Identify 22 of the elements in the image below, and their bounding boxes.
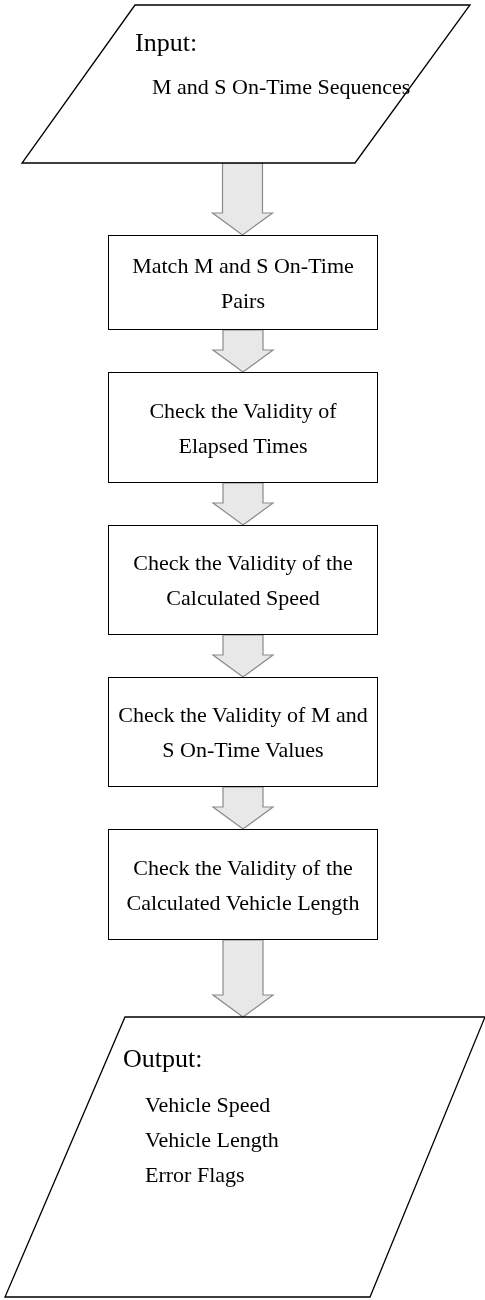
io-text: Vehicle Length: [145, 1126, 279, 1154]
step-text: Check the Validity of Elapsed Times: [148, 396, 338, 460]
process-box: [108, 372, 378, 483]
process-box: [108, 525, 378, 635]
heading-text: Input:: [135, 27, 198, 59]
step-text: Check the Validity of the Calculated Vehicle Length: [125, 853, 361, 917]
block-arrow: [211, 482, 275, 526]
block-arrow: [210, 162, 275, 236]
process-box: [108, 677, 378, 787]
heading-text: Output:: [123, 1043, 203, 1075]
process-box: [108, 235, 378, 330]
block-arrow: [211, 786, 275, 830]
io-text: Vehicle Speed: [145, 1091, 271, 1119]
step-text: Check the Validity of the Calculated Speed: [132, 549, 354, 612]
process-box: [108, 829, 378, 940]
step-text: Match M and S On-Time Pairs: [131, 251, 355, 315]
block-arrow: [211, 634, 275, 678]
io-text: Error Flags: [145, 1161, 245, 1189]
step-text: Check the Validity of M and S On-Time Values: [117, 701, 369, 764]
io-text: M and S On-Time Sequences: [152, 73, 411, 101]
block-arrow: [211, 939, 275, 1018]
block-arrow: [211, 329, 275, 373]
